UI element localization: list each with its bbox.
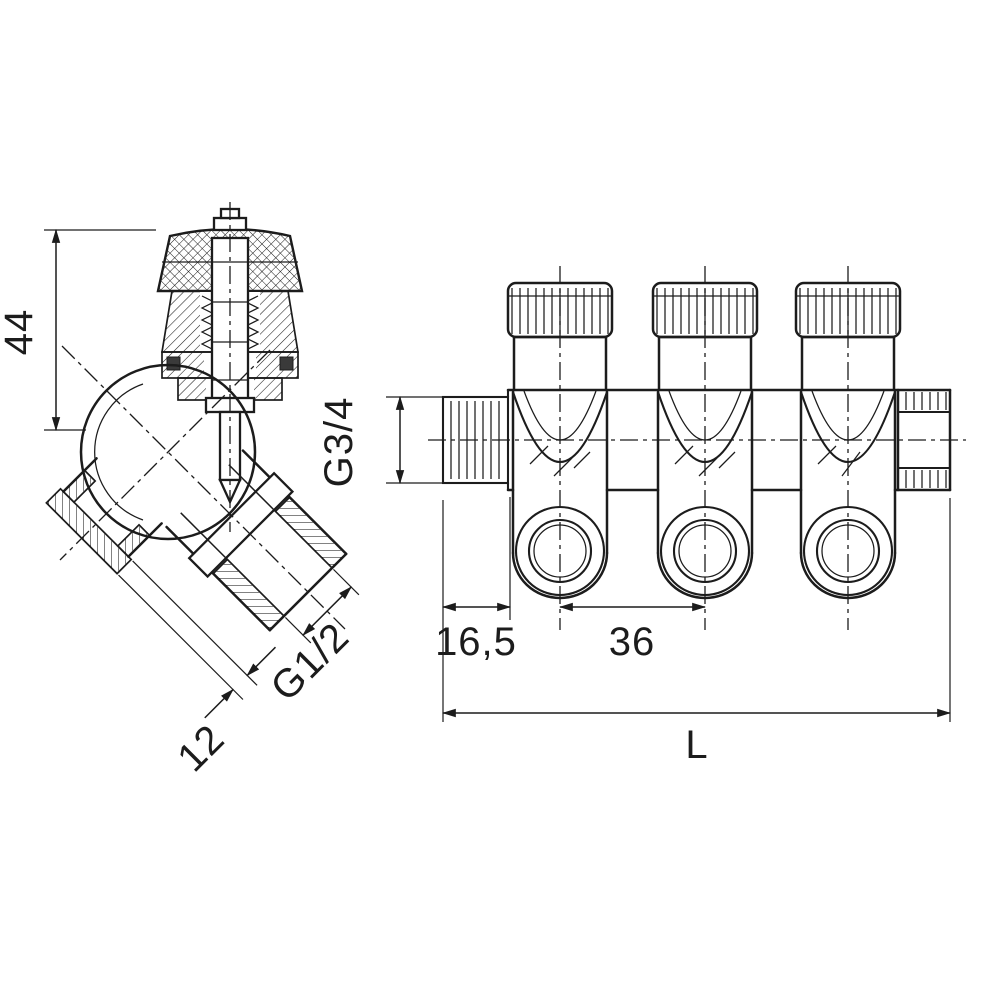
dim-inlet-thread-label: G3/4 (317, 397, 361, 488)
valve-plug-centerline (59, 349, 271, 561)
manifold-side-view: G3/4 16,5 36 L (317, 266, 966, 767)
valve-outlet-leg: G1/2 (165, 449, 360, 710)
dim-end-offset-label: 16,5 (435, 620, 517, 664)
valve-outlet-centerline (61, 345, 346, 630)
o-ring-left (166, 356, 181, 371)
port-3-outlet-bore (815, 518, 881, 584)
valve-section-view: G1/2 12 44 (0, 202, 360, 780)
valve-body (79, 363, 257, 541)
dim-port-spacing-label: 36 (609, 620, 656, 664)
o-ring-right (279, 356, 294, 371)
dim-overall-length-label: L (685, 723, 708, 767)
dim-plug-length-label: 12 (169, 716, 233, 780)
dim-valve-height-label: 44 (0, 309, 41, 356)
port-1-outlet-bore (527, 518, 593, 584)
port-centerlines (559, 266, 849, 630)
port-2-outlet-bore (672, 518, 738, 584)
